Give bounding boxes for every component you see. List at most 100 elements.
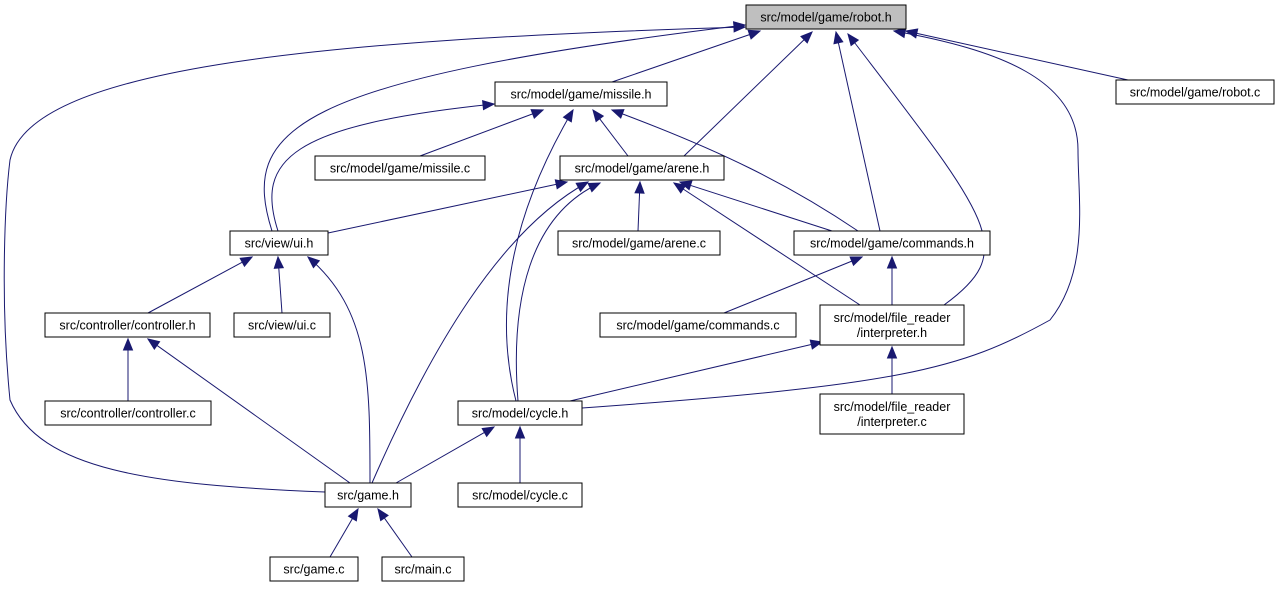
arrowhead-icon: [892, 27, 907, 39]
edge-commands_c-to-commands_h: [723, 256, 864, 314]
node-label: src/model/game/arene.h: [575, 162, 710, 176]
node-ui-h[interactable]: src/view/ui.h: [229, 230, 329, 256]
node-cycle-c[interactable]: src/model/cycle.c: [457, 482, 583, 508]
edge-commands_h-to-arene_h: [678, 180, 833, 232]
node-label: src/main.c: [395, 563, 452, 577]
arrowhead-icon: [306, 256, 321, 269]
edge-line: [515, 182, 601, 402]
node-label: src/controller/controller.c: [60, 407, 195, 421]
node-box: [381, 556, 465, 582]
node-box: [819, 304, 965, 346]
edge-line: [637, 191, 641, 232]
edge-main_c-to-game_h: [377, 507, 413, 558]
edge-arene_h-to-missile_h: [592, 108, 629, 157]
edge-missile_h-to-robot_h: [611, 29, 762, 83]
edge-ui_h-to-arene_h: [327, 179, 569, 234]
edge-line: [506, 109, 574, 402]
node-box: [314, 155, 486, 181]
edge-cycle_h-to-missile_h: [506, 108, 574, 402]
edge-ui_h-to-missile_h: [271, 99, 496, 232]
edge-ui_h-to-robot_h: [263, 21, 747, 232]
node-label: src/model/game/arene.c: [572, 237, 706, 251]
node-controller-h[interactable]: src/controller/controller.h: [44, 312, 211, 338]
node-box: [324, 482, 412, 508]
node-label: src/game.h: [337, 489, 399, 503]
node-game-c[interactable]: src/game.c: [269, 556, 359, 582]
node-label: src/model/file_reader: [834, 311, 951, 325]
node-label: src/model/cycle.h: [472, 407, 569, 421]
node-label: /interpreter.h: [857, 326, 927, 340]
node-interpreter-c[interactable]: src/model/file_reader/interpreter.c: [819, 393, 965, 435]
node-box: [745, 4, 907, 30]
edge-game_h-to-robot_h: [3, 22, 747, 493]
edge-line: [395, 431, 486, 484]
edge-line: [689, 184, 833, 232]
node-arene-h[interactable]: src/model/game/arene.h: [559, 155, 725, 181]
graph-nodes: src/model/game/robot.h src/model/game/mis…: [44, 4, 1275, 582]
node-box: [229, 230, 329, 256]
node-box: [457, 482, 583, 508]
node-game-h[interactable]: src/game.h: [324, 482, 412, 508]
node-box: [44, 400, 212, 426]
arrowhead-icon: [833, 30, 844, 45]
edge-line: [598, 117, 629, 157]
node-box: [44, 312, 211, 338]
node-main-c[interactable]: src/main.c: [381, 556, 465, 582]
arrowhead-icon: [347, 507, 359, 522]
edge-game_c-to-game_h: [329, 507, 359, 558]
edge-cycle_c-to-cycle_h: [514, 425, 526, 483]
edge-line: [155, 344, 351, 484]
edge-commands_h-to-robot_h: [833, 30, 881, 232]
node-cycle-h[interactable]: src/model/cycle.h: [457, 400, 583, 426]
node-arene-c[interactable]: src/model/game/arene.c: [557, 230, 721, 256]
node-box: [269, 556, 359, 582]
edge-line: [569, 343, 813, 402]
node-ui-c[interactable]: src/view/ui.c: [233, 312, 331, 338]
edge-line: [723, 260, 853, 314]
node-label: src/model/game/commands.c: [616, 319, 779, 333]
edge-game_h-to-arene_h: [371, 181, 590, 484]
arrowhead-icon: [672, 182, 687, 194]
arrowhead-icon: [482, 99, 496, 111]
node-controller-c[interactable]: src/controller/controller.c: [44, 400, 212, 426]
arrowhead-icon: [554, 179, 569, 190]
edge-game_h-to-ui_h: [306, 256, 371, 484]
node-label: src/model/file_reader: [834, 400, 951, 414]
arrowhead-icon: [747, 29, 762, 40]
edge-line: [383, 516, 413, 558]
edge-arene_c-to-arene_h: [634, 180, 645, 232]
edge-line: [419, 113, 534, 157]
edge-interpreter_h-to-commands_h: [886, 255, 898, 305]
edge-line: [837, 41, 881, 232]
edge-line: [307, 256, 371, 484]
edge-ui_c-to-ui_h: [273, 255, 285, 314]
node-label: src/view/ui.h: [245, 237, 314, 251]
node-missile-h[interactable]: src/model/game/missile.h: [494, 81, 668, 107]
arrowhead-icon: [847, 32, 860, 47]
edge-line: [327, 183, 558, 234]
node-label: src/model/cycle.c: [472, 489, 568, 503]
node-label: src/model/game/missile.h: [510, 88, 651, 102]
node-commands-h[interactable]: src/model/game/commands.h: [793, 230, 991, 256]
edge-missile_c-to-missile_h: [419, 109, 545, 157]
edge-interpreter_c-to-interpreter_h: [886, 345, 898, 394]
node-missile-c[interactable]: src/model/game/missile.c: [314, 155, 486, 181]
arrowhead-icon: [733, 22, 747, 33]
edge-line: [278, 266, 283, 314]
node-label: src/model/game/missile.c: [330, 162, 470, 176]
arrowhead-icon: [610, 109, 625, 119]
node-interpreter-h[interactable]: src/model/file_reader/interpreter.h: [819, 304, 965, 346]
node-robot-h[interactable]: src/model/game/robot.h: [745, 4, 907, 30]
arrowhead-icon: [809, 339, 824, 350]
arrowhead-icon: [273, 255, 285, 269]
node-robot-c[interactable]: src/model/game/robot.c: [1115, 79, 1275, 105]
arrowhead-icon: [530, 109, 545, 119]
edge-line: [581, 30, 1081, 409]
arrowhead-icon: [886, 255, 898, 269]
node-commands-c[interactable]: src/model/game/commands.c: [599, 312, 797, 338]
edge-commands_h-to-missile_h: [610, 109, 859, 232]
node-box: [494, 81, 668, 107]
arrowhead-icon: [634, 180, 645, 194]
node-box: [557, 230, 721, 256]
edge-cycle_h-to-robot_h: [581, 27, 1081, 409]
